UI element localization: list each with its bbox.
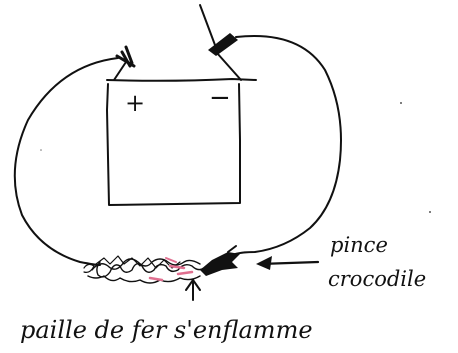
- clip-label-line1: pince: [330, 233, 388, 257]
- spark-mark: [148, 276, 164, 282]
- battery-top-line: [106, 78, 257, 82]
- crocodile-clip: [200, 245, 240, 276]
- clip-label-line2: crocodile: [328, 267, 426, 291]
- spark-mark: [168, 264, 186, 270]
- battery: + −: [106, 52, 257, 206]
- negative-clip: [199, 4, 238, 56]
- stray-dot: [429, 211, 431, 213]
- left-wire: [13, 57, 119, 266]
- positive-sign: +: [125, 89, 145, 117]
- wool-arrow: [185, 279, 201, 301]
- positive-terminal-post: [113, 61, 127, 81]
- positive-clip: [115, 45, 136, 68]
- stray-dot: [40, 149, 42, 151]
- spark-mark: [176, 270, 194, 276]
- caption: paille de fer s'enflamme: [20, 316, 313, 344]
- clip-arrow: [256, 256, 320, 270]
- negative-sign: −: [209, 83, 231, 113]
- spark-mark: [165, 257, 177, 263]
- steel-wool: [83, 255, 205, 284]
- negative-terminal-post: [216, 52, 242, 81]
- battery-box: [106, 83, 241, 206]
- stray-dot: [400, 102, 402, 104]
- right-wire: [231, 35, 342, 256]
